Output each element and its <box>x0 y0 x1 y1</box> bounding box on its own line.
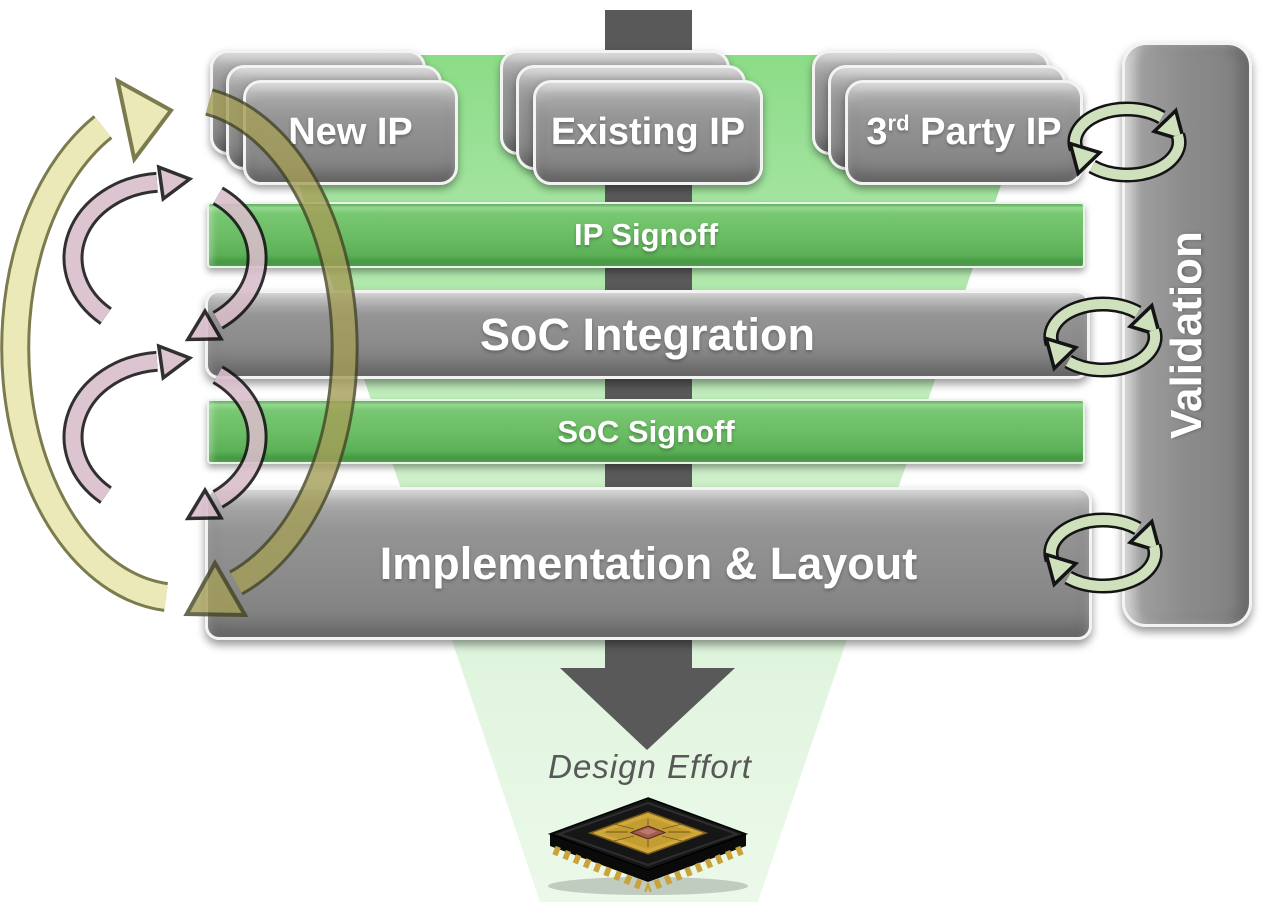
ip-stack-new-ip: New IP <box>210 50 460 187</box>
stage-label: SoC Signoff <box>557 413 735 449</box>
ip-block-label: Existing IP <box>550 111 746 153</box>
chip-icon <box>547 797 749 895</box>
ip-block-label: New IP <box>288 111 413 153</box>
ordinal-suffix: rd <box>887 110 910 136</box>
stage-bar-soc-integration: SoC Integration <box>205 290 1090 379</box>
validation-bar: Validation <box>1122 42 1252 627</box>
stage-bar-ip-signoff: IP Signoff <box>207 202 1085 268</box>
stage-bar-soc-signoff: SoC Signoff <box>207 399 1085 464</box>
stage-bar-implementation-layout: Implementation & Layout <box>205 487 1092 640</box>
stage-label: IP Signoff <box>573 217 719 252</box>
stack-card-front: Existing IP <box>533 80 763 185</box>
ip-block-label: 3rd Party IP <box>866 110 1062 153</box>
stage-label: Implementation & Layout <box>379 537 918 589</box>
stage-label: SoC Integration <box>480 308 815 360</box>
chip-illustration <box>540 788 756 900</box>
stack-card-front: New IP <box>243 80 458 185</box>
design-effort-caption: Design Effort <box>548 748 752 785</box>
validation-label: Validation <box>1162 230 1212 439</box>
ip-stack-existing-ip: Existing IP <box>500 50 766 187</box>
ip-stack-3rd-party-ip: 3rd Party IP <box>812 50 1086 187</box>
stack-card-front: 3rd Party IP <box>845 80 1083 185</box>
loop-up-arrow <box>0 76 174 612</box>
